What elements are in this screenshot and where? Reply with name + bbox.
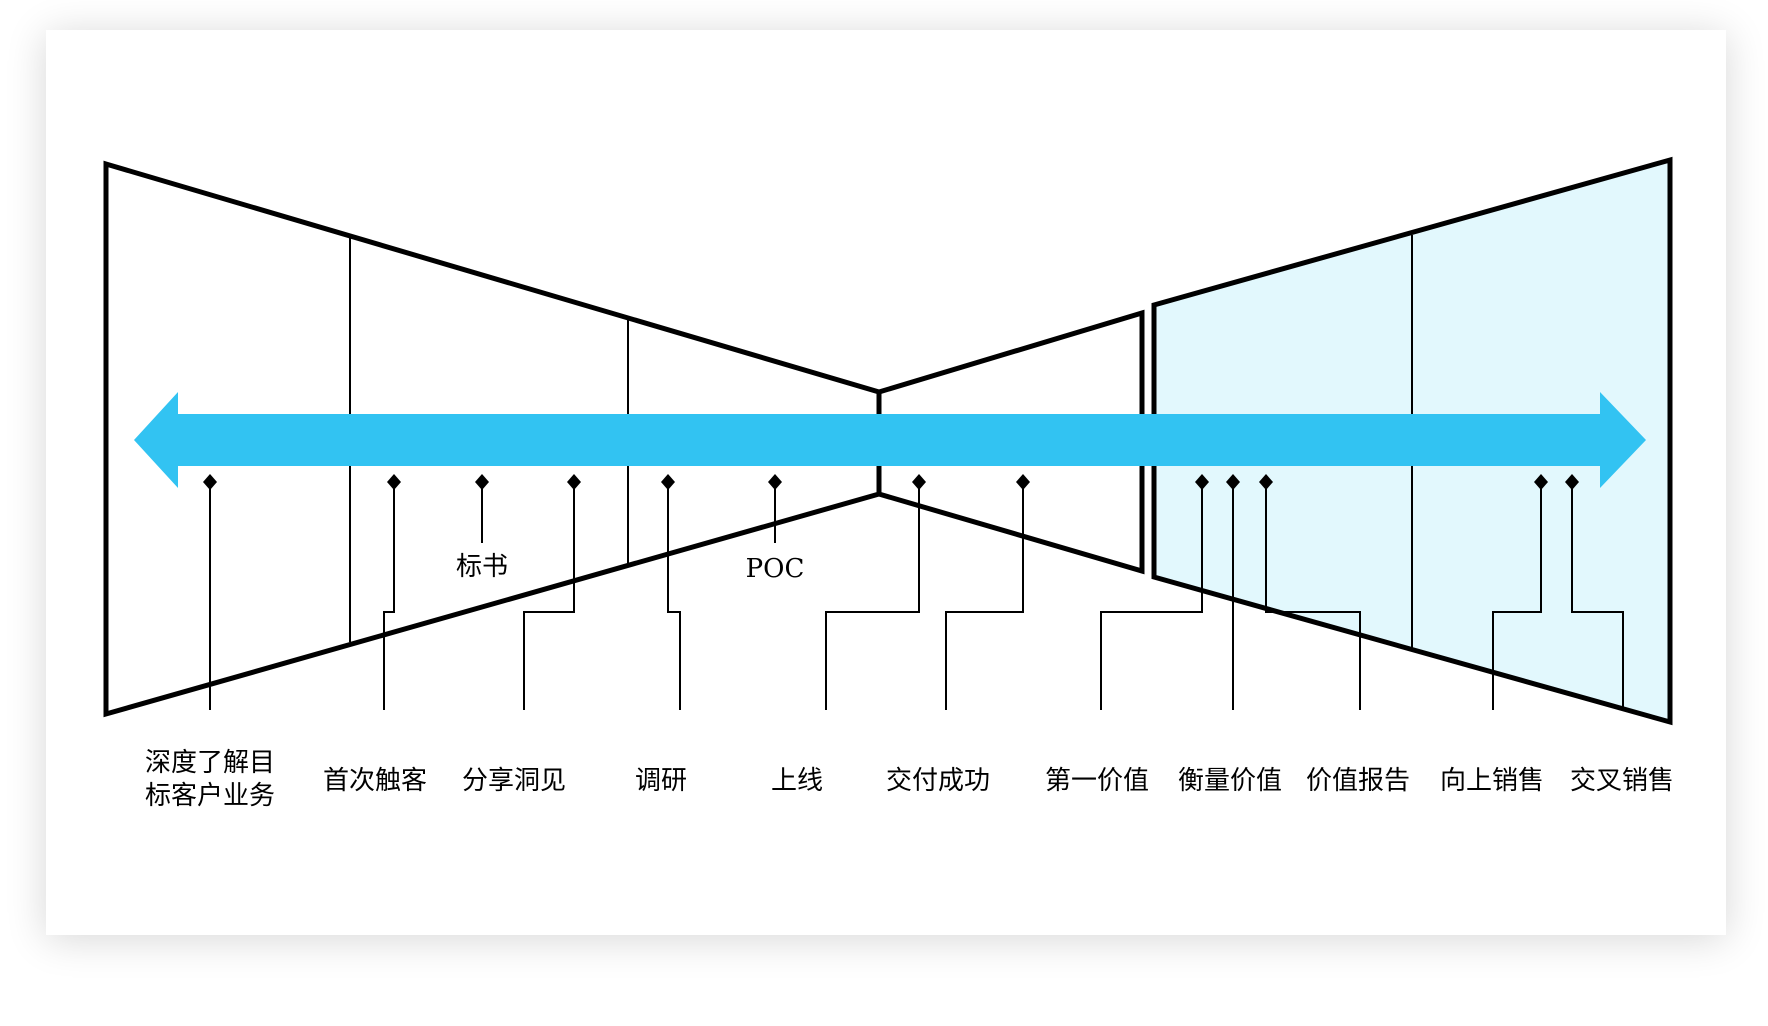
- diamond-marker-s7: [1195, 474, 1209, 490]
- stage-label-s2: 首次触客: [323, 766, 427, 796]
- connector-s11: [1571, 482, 1624, 710]
- connector-s4: [667, 482, 681, 710]
- stage-label-s8: 衡量价值: [1178, 766, 1282, 796]
- diamond-marker-s10: [1534, 474, 1548, 490]
- connector-s2: [383, 482, 395, 710]
- connector-s10: [1492, 482, 1542, 710]
- stage-label-s1-line1: 深度了解目: [145, 748, 275, 778]
- diamond-marker-s6: [1016, 474, 1030, 490]
- diamond-marker-s3: [567, 474, 581, 490]
- connector-s9: [1265, 482, 1361, 710]
- diamond-marker-s5: [912, 474, 926, 490]
- connector-s5: [825, 482, 920, 710]
- connector-s7: [1100, 482, 1203, 710]
- stage-label-s3: 分享洞见: [462, 766, 566, 796]
- stage-label-s1-line2: 标客户业务: [145, 781, 275, 811]
- diamond-marker-s11: [1565, 474, 1579, 490]
- connector-s3: [523, 482, 575, 710]
- milestone-markers: [203, 474, 1579, 490]
- diamond-marker-s9: [1259, 474, 1273, 490]
- timeline-double-arrow: [134, 392, 1646, 488]
- connector-s6: [945, 482, 1024, 710]
- stage-label-s11: 交叉销售: [1570, 766, 1674, 796]
- diamond-marker-s4: [661, 474, 675, 490]
- stage-label-s5: 上线: [771, 766, 823, 796]
- diamond-marker-s1: [203, 474, 217, 490]
- callout-label-tender: 标书: [456, 552, 508, 582]
- connector-lines: [209, 482, 1624, 710]
- stage-label-s6: 交付成功: [886, 766, 990, 796]
- diamond-marker-s2: [387, 474, 401, 490]
- diamond-marker-s8: [1226, 474, 1240, 490]
- callout-label-poc: POC: [746, 554, 805, 584]
- stage-label-s9: 价值报告: [1306, 766, 1410, 796]
- stage-label-s7: 第一价值: [1045, 766, 1149, 796]
- diamond-marker-c1: [475, 474, 489, 490]
- diamond-marker-c2: [768, 474, 782, 490]
- stage-label-s4: 调研: [635, 766, 687, 796]
- stage-label-s10: 向上销售: [1440, 766, 1544, 796]
